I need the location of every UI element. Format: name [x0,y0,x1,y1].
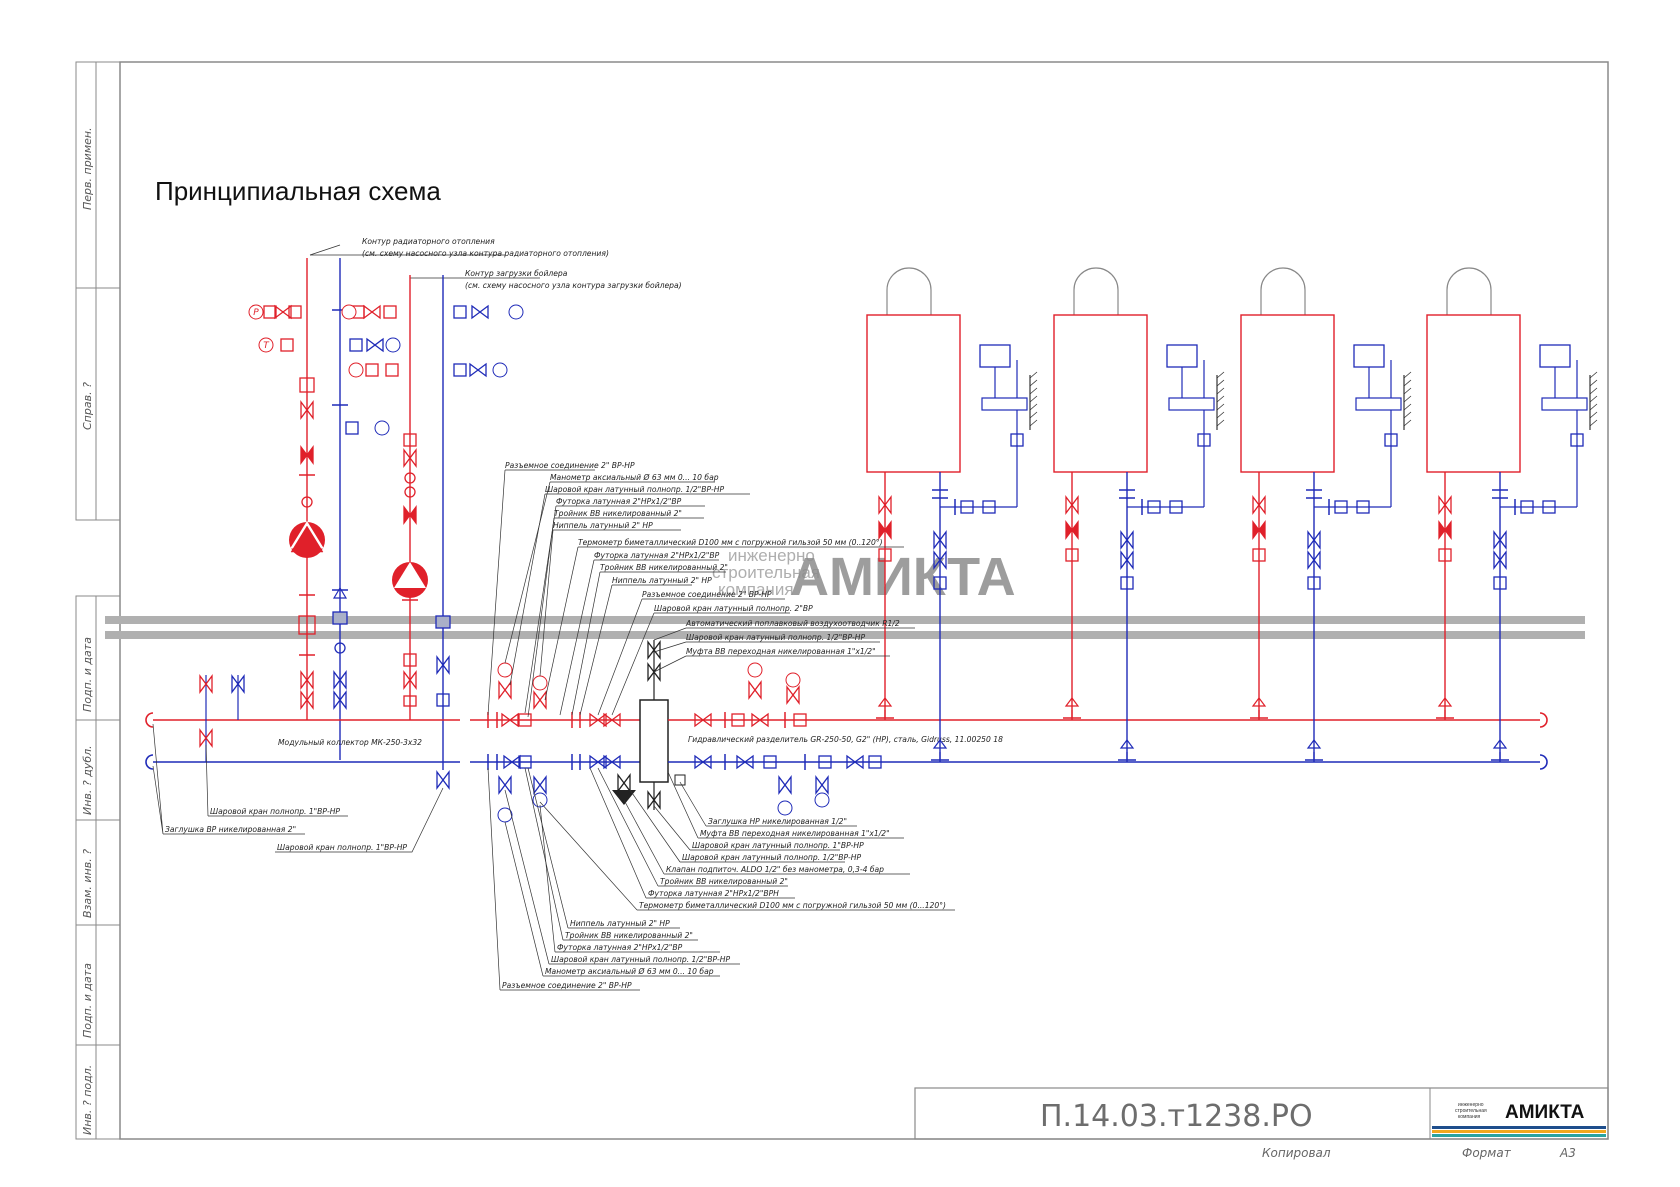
stamp-podp-data-2: Подп. и дата [81,963,94,1038]
left-callouts: Шаровой кран полнопр. 1"ВР-НР Заглушка В… [152,723,444,853]
callout-r-4: Шаровой кран латунный полнопр. 1/2"ВР-НР [682,853,861,862]
callout-r-5: Клапан подпиточ. ALDO 1/2" без манометра… [666,865,884,874]
stamp-podp-data-1: Подп. и дата [81,637,94,712]
title-block: П.14.03.т1238.РО инженерно строительная … [914,1087,1609,1160]
note-boiler-1: Контур загрузки бойлера [465,269,568,278]
boiler-body [1053,314,1148,473]
callout-r-8: Термометр биметаллический D100 мм с погр… [639,901,946,910]
callout-r-1: Заглушка НР никелированная 1/2" [708,817,847,826]
callout-r-6: Тройник ВВ никелированный 2" [660,877,788,886]
main-collector: Модульный коллектор МК-250-3х32 [145,675,460,789]
callout-u-13: Автоматический поплавковый воздухоотводч… [685,619,900,628]
callout-u-7: Термометр биметаллический D100 мм с погр… [578,538,883,547]
lower-callouts: Ниппель латунный 2" НР Тройник ВВ никели… [487,767,740,991]
gray-band [105,616,1585,639]
hydraulic-separator [612,640,686,810]
callout-d-6: Разъемное соединение 2" ВР-НР [502,981,632,990]
drawing-frame [75,61,1609,1140]
stamp-inv-dubl: Инв. ? дубл. [81,745,94,815]
callout-r-7: Футорка латунная 2"НРх1/2"ВРН [648,889,779,898]
stamp-sprav: Справ. ? [81,382,94,430]
callout-u-1: Разъемное соединение 2" ВР-НР [505,461,635,470]
callout-l-2: Заглушка ВР никелированная 2" [165,825,296,834]
callout-u-3: Шаровой кран латунный полнопр. 1/2"ВР-НР [545,485,724,494]
callout-l-1: Шаровой кран полнопр. 1"ВР-НР [210,807,340,816]
right-header: Гидравлический разделитель GR-250-50, G2… [668,662,1548,816]
boiler-unit-1 [866,267,1038,762]
boiler-body [1426,314,1521,473]
callout-u-5: Тройник ВВ никелированный 2" [554,509,682,518]
watermark-logo: АМИКТА [790,547,1016,607]
callout-u-2: Манометр аксиальный Ø 63 мм 0... 10 бар [550,473,719,482]
callout-d-4: Шаровой кран латунный полнопр. 1/2"ВР-НР [551,955,730,964]
logo-small-1: инженерно [1458,1102,1484,1108]
side-stamp-labels: Перв. примен. Справ. ? Подп. и дата Инв.… [81,127,94,1135]
boiler-unit-3 [1240,267,1412,762]
callout-r-3: Шаровой кран латунный полнопр. 1"ВР-НР [692,841,864,850]
callout-d-1: Ниппель латунный 2" НР [570,919,670,928]
note-boiler-2: (см. схему насосного узла контура загруз… [465,281,682,290]
logo-small-3: компания [1458,1114,1481,1120]
note-radiator-2: (см. схему насосного узла контура радиат… [362,249,609,258]
note-radiator-1: Контур радиаторного отопления [362,237,495,246]
amikta-logo: инженерно строительная компания АМИКТА [1432,1102,1606,1137]
gauge-temperature-letter: T [263,341,270,351]
callout-u-15: Муфта ВВ переходная никелированная 1"х1/… [686,647,876,656]
format-value: А3 [1559,1146,1576,1160]
callout-d-2: Тройник ВВ никелированный 2" [565,931,693,940]
watermark-small-3: компания [718,580,794,599]
top-notes: Контур радиаторного отопления (см. схему… [309,237,682,290]
callout-l-3: Шаровой кран полнопр. 1"ВР-НР [277,843,407,852]
upper-callouts: Разъемное соединение 2" ВР-НР Манометр а… [487,461,915,718]
callout-u-9: Тройник ВВ никелированный 2" [600,563,728,572]
callout-u-6: Ниппель латунный 2" НР [553,521,653,530]
boiler-body [1240,314,1335,473]
watermark: инженерно строительная компания АМИКТА [712,546,1016,607]
boiler-unit-2 [1053,267,1225,762]
boiler-body [866,314,961,473]
stamp-vzam-inv: Взам. инв. ? [81,849,94,918]
gauge-pressure-letter: P [253,308,259,318]
callout-u-11: Разъемное соединение 2" ВР-НР [642,590,772,599]
stamp-perv-primen: Перв. примен. [81,127,94,210]
callout-d-5: Манометр аксиальный Ø 63 мм 0... 10 бар [545,967,714,976]
separator-label: Гидравлический разделитель GR-250-50, G2… [688,735,1003,744]
callout-u-12: Шаровой кран латунный полнопр. 2"ВР [654,604,813,613]
right-callouts: Заглушка НР никелированная 1/2" Муфта ВВ… [539,767,955,911]
format-label: Формат [1462,1146,1512,1160]
collector-label: Модульный коллектор МК-250-3х32 [278,738,422,747]
boiler-pump-branch [351,275,489,770]
callout-d-3: Футорка латунная 2"НРх1/2"ВР [557,943,683,952]
stamp-inv-podl: Инв. ? подл. [81,1065,94,1135]
page-title: Принципиальная схема [155,176,441,206]
watermark-small-1: инженерно [728,546,815,565]
logo-name: АМИКТА [1505,1102,1585,1123]
radiator-pump-branch [263,258,384,760]
callout-u-10: Ниппель латунный 2" НР [612,576,712,585]
mid-piping [470,662,640,823]
boilers-group [866,267,1598,762]
doc-code: П.14.03.т1238.РО [1040,1099,1313,1134]
branch-gauges: P T [248,304,524,436]
watermark-small-2: строительная [712,563,820,582]
callout-u-8: Футорка латунная 2"НРх1/2"ВР [594,551,720,560]
copied-label: Копировал [1262,1146,1331,1160]
callout-r-2: Муфта ВВ переходная никелированная 1"х1/… [700,829,890,838]
boiler-unit-4 [1426,267,1598,762]
logo-small-2: строительная [1455,1108,1487,1114]
callout-u-4: Футорка латунная 2"НРх1/2"ВР [556,497,682,506]
callout-u-14: Шаровой кран латунный полнопр. 1/2"ВР-НР [686,633,865,642]
